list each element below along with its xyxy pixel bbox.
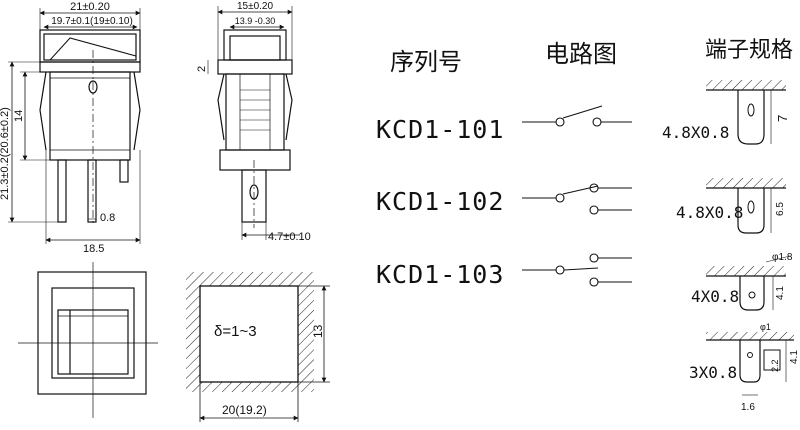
circuit-103 bbox=[522, 253, 632, 287]
side-view bbox=[207, 6, 300, 240]
side-width-outer-label: 15±0.20 bbox=[237, 1, 274, 12]
terminal-4-width-dim: 1.6 bbox=[741, 402, 755, 413]
terminal-4-slot-dim: 2.2 bbox=[770, 359, 780, 372]
header-series: 序列号 bbox=[390, 48, 462, 76]
header-circuit: 电路图 bbox=[545, 40, 617, 68]
front-height-outer-label: 21.3±0.2(20.6±0.2) bbox=[0, 107, 11, 200]
terminal-4-hole-dim: φ1 bbox=[760, 322, 771, 332]
terminal-2-spec: 4.8X0.8 bbox=[676, 203, 743, 222]
panel-thickness-label: δ=1~3 bbox=[214, 323, 257, 340]
terminal-1-drawing bbox=[706, 80, 786, 145]
panel-cutout bbox=[186, 272, 330, 422]
terminal-3-hole-dim: φ1.8 bbox=[772, 252, 793, 263]
terminal-2-side-dim: 6.5 bbox=[775, 202, 786, 216]
mount-view bbox=[18, 262, 158, 418]
side-step-label: 2 bbox=[196, 66, 208, 72]
side-width-inner-label: 13.9 -0.30 bbox=[235, 16, 276, 26]
base-width-label: 18.5 bbox=[83, 243, 104, 255]
front-width-inner-label: 19.7±0.1(19±0.10) bbox=[51, 16, 133, 27]
terminal-1-spec: 4.8X0.8 bbox=[662, 123, 729, 142]
model-code-2: KCD1-102 bbox=[376, 187, 504, 216]
terminal-3-drawing bbox=[706, 255, 791, 311]
terminal-4-drawing bbox=[706, 332, 794, 396]
circuit-102 bbox=[522, 183, 632, 215]
model-code-3: KCD1-103 bbox=[376, 260, 504, 289]
pin-thickness-label: 0.8 bbox=[100, 212, 115, 224]
front-view bbox=[8, 8, 141, 244]
panel-width-label: 20(19.2) bbox=[222, 403, 267, 417]
panel-height-label: 13 bbox=[311, 324, 325, 338]
model-code-1: KCD1-101 bbox=[376, 115, 504, 144]
terminal-3-side-dim: 4.1 bbox=[775, 286, 786, 300]
terminal-2-drawing bbox=[706, 178, 786, 234]
front-width-outer-label: 21±0.20 bbox=[70, 1, 110, 13]
terminal-4-side-dim: 4.1 bbox=[789, 350, 800, 364]
terminal-3-spec: 4X0.8 bbox=[691, 287, 739, 306]
circuit-101 bbox=[522, 105, 632, 127]
terminal-1-side-dim: 7 bbox=[775, 115, 790, 122]
front-height-inner-label: 14 bbox=[13, 110, 25, 122]
terminal-4-spec: 3X0.8 bbox=[689, 363, 737, 382]
header-terminal: 端子规格 bbox=[705, 38, 793, 63]
side-pin-width-label: 4.7±0.10 bbox=[268, 231, 311, 243]
